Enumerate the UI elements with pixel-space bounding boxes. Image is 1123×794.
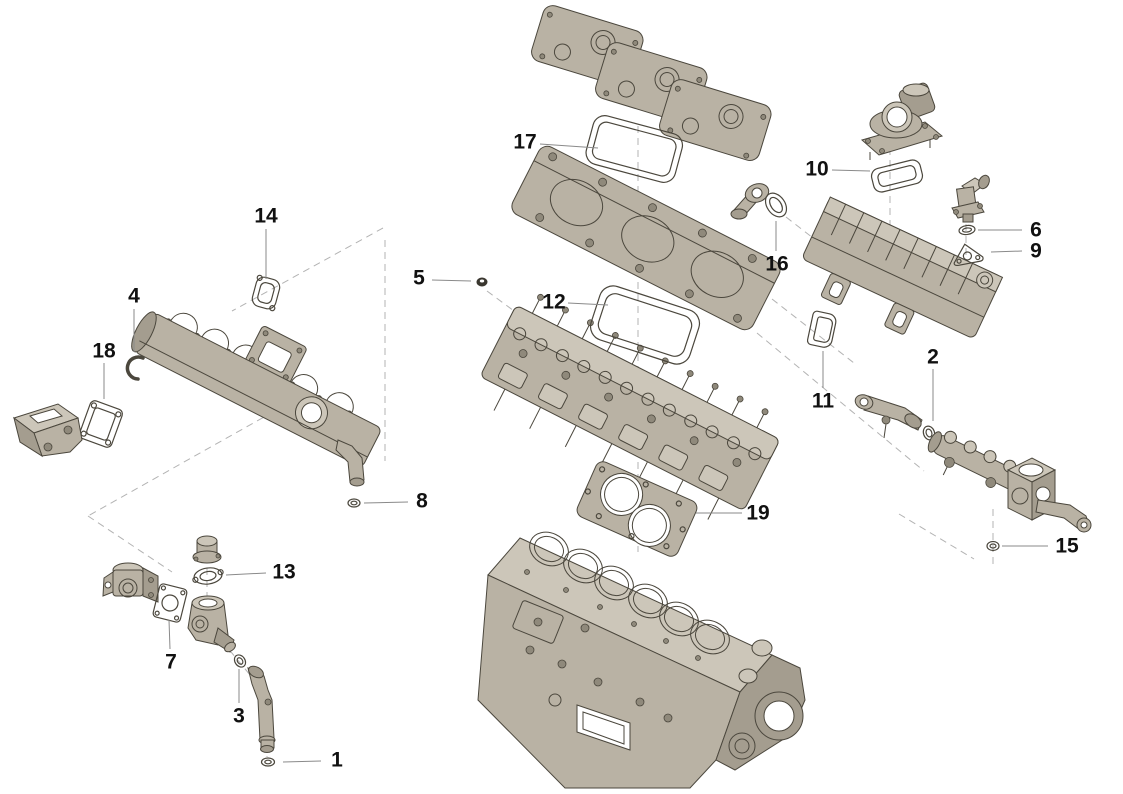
o-ring-seal-3 <box>233 654 247 668</box>
callout-leader-8 <box>363 501 409 504</box>
water-inlet-connection <box>12 403 83 458</box>
callout-label-7: 7 <box>165 651 177 674</box>
cylinder-block <box>477 531 806 789</box>
cylinder-bores <box>529 531 730 655</box>
manifold-foot-1 <box>820 273 851 305</box>
assembly-centerline-5 <box>87 515 173 573</box>
rocker-housing-gasket <box>589 285 701 365</box>
valve-cover-gasket <box>585 115 684 183</box>
air-inlet-connection-gasket <box>870 159 924 193</box>
o-ring-seal-15 <box>986 540 1000 552</box>
callout-label-8: 8 <box>416 490 428 513</box>
egr-gasket <box>152 583 188 623</box>
o-ring-seal-1 <box>260 757 276 767</box>
callout-leader-10 <box>831 169 871 172</box>
callout-label-6: 6 <box>1030 219 1042 242</box>
water-outlet-gasket <box>192 567 224 585</box>
callout-label-18: 18 <box>92 340 116 363</box>
callout-leader-9 <box>990 250 1023 253</box>
callout-label-9: 9 <box>1030 240 1042 263</box>
assembly-centerline-2 <box>231 227 384 312</box>
water-outlet-fitting <box>951 174 990 223</box>
breather-elbow-gasket <box>764 192 788 218</box>
triangular-gasket <box>953 243 984 266</box>
callout-label-12: 12 <box>542 291 565 314</box>
callout-label-15: 15 <box>1055 535 1079 558</box>
exhaust-outlet-gasket <box>251 274 281 312</box>
callout-leader-1 <box>282 760 322 763</box>
callout-label-2: 2 <box>927 346 939 369</box>
callout-label-13: 13 <box>272 561 295 584</box>
water-inlet-gasket <box>78 400 124 448</box>
retaining-clip <box>125 355 145 381</box>
grommet <box>476 277 488 287</box>
callout-leader-17 <box>539 143 599 149</box>
egr-connection <box>102 562 159 603</box>
callout-label-14: 14 <box>254 205 278 228</box>
callout-label-16: 16 <box>765 253 788 276</box>
callout-label-1: 1 <box>331 749 343 772</box>
exhaust-manifold <box>131 311 381 487</box>
callout-label-4: 4 <box>128 285 140 308</box>
assembly-centerline-14 <box>756 332 925 472</box>
water-transfer-tube-upper <box>854 394 923 439</box>
manifold-foot-2 <box>884 302 915 335</box>
callout-leader-5 <box>431 279 472 282</box>
callout-label-5: 5 <box>413 267 425 290</box>
callout-label-17: 17 <box>513 131 536 154</box>
intake-manifold-cover <box>803 196 1004 338</box>
d-gasket <box>806 310 837 348</box>
fuel-rail-assembly <box>927 430 1092 533</box>
valve-cover-3 <box>659 79 772 161</box>
o-ring-seal-8 <box>347 498 361 508</box>
callout-label-10: 10 <box>805 158 828 181</box>
callout-leader-12 <box>567 302 609 306</box>
assembly-centerline-15 <box>898 513 975 560</box>
air-inlet-connection <box>860 82 944 160</box>
thermostat-housing <box>187 595 236 653</box>
o-ring-seal-6 <box>958 224 976 236</box>
callout-leader-13 <box>225 572 267 576</box>
callout-label-3: 3 <box>233 705 245 728</box>
cylinder-head-gasket <box>576 461 698 557</box>
callout-label-11: 11 <box>812 390 835 413</box>
water-outlet-cap <box>192 535 222 564</box>
assembly-centerline-13 <box>771 298 855 364</box>
breather-elbow <box>730 183 770 220</box>
rocker-housing <box>511 145 781 331</box>
callout-leader-7 <box>168 619 171 650</box>
callout-label-19: 19 <box>746 502 769 525</box>
callout-leader-lines <box>103 143 1048 763</box>
water-transfer-tube-lower <box>247 665 276 753</box>
